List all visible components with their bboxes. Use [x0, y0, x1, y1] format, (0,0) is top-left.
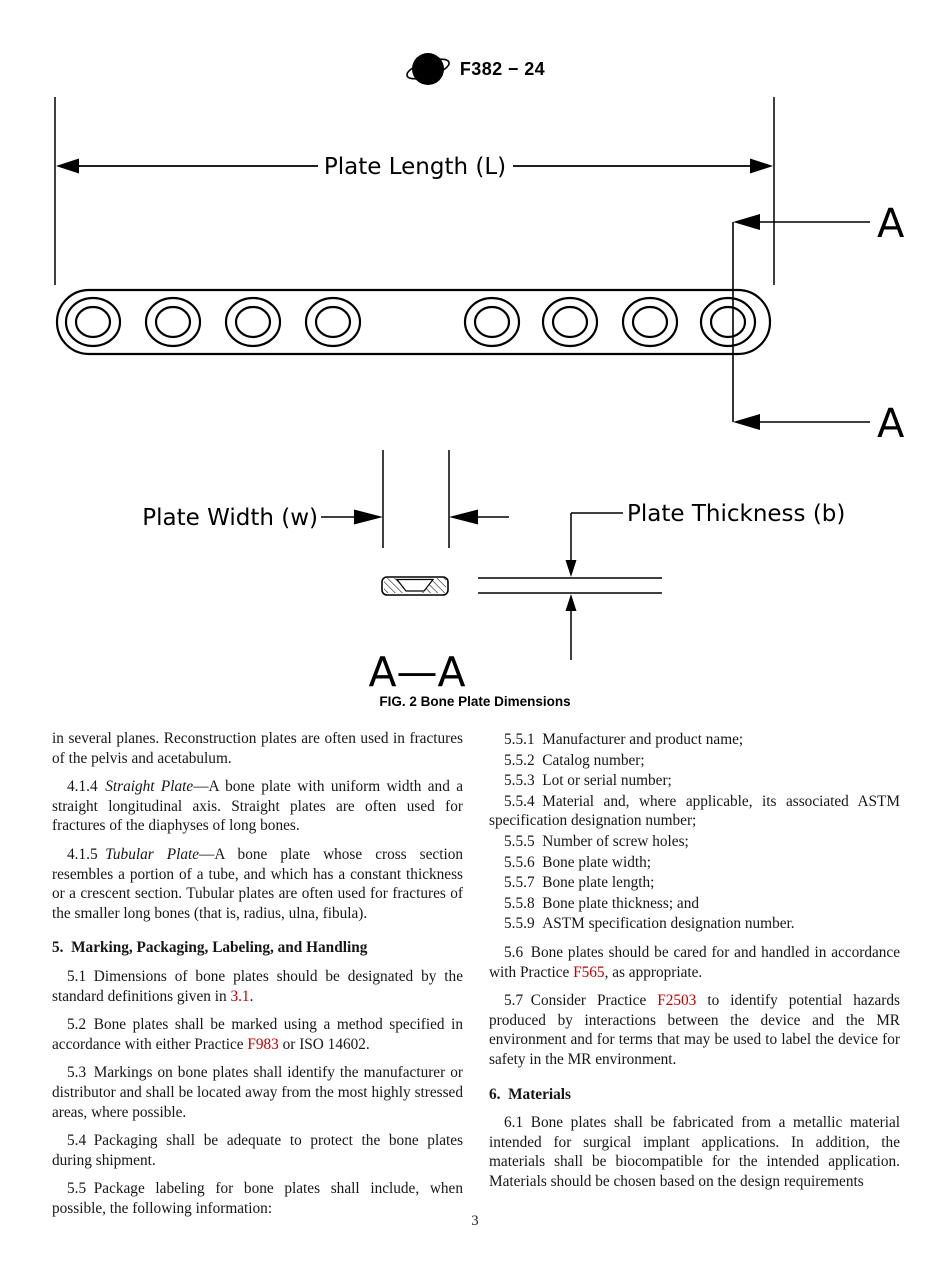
page-footer: 3 — [0, 1213, 950, 1230]
text-run: —A bone plate with uniform width and a s… — [52, 778, 464, 835]
paragraph: 5.1 Dimensions of bone plates should be … — [52, 967, 463, 1006]
paragraph: 5.5 Package labeling for bone plates sha… — [52, 1179, 463, 1218]
astm-logo-icon: ASTM — [406, 53, 450, 85]
text-run: 5.5.8 Bone plate thickness; and — [504, 894, 699, 912]
text-run: , as appropriate. — [604, 963, 703, 981]
text-run: 6. Materials — [489, 1085, 571, 1103]
text-run: 5.5.7 Bone plate length; — [504, 874, 655, 892]
section-line-a — [732, 214, 870, 430]
paragraph: 6.1 Bone plates shall be fabricated from… — [489, 1113, 900, 1191]
bone-plate-top-view — [55, 288, 772, 356]
text-run: 4.1.4 — [67, 778, 106, 796]
section-title: A—A — [368, 648, 465, 696]
length-dimension — [54, 97, 775, 285]
list-item: 5.5.9 ASTM specification designation num… — [489, 914, 900, 934]
section-marker-top: A — [877, 201, 905, 247]
reference-link[interactable]: F565 — [573, 963, 605, 981]
list-item: 5.5.8 Bone plate thickness; and — [489, 894, 900, 914]
paragraph: 5.6 Bone plates should be cared for and … — [489, 943, 900, 982]
text-run: . — [249, 987, 254, 1005]
column-right: 5.5.1 Manufacturer and product name; 5.5.… — [489, 729, 900, 1218]
column-left: in several planes. Reconstruction plates… — [52, 729, 463, 1218]
text-run: 5.5.3 Lot or serial number; — [504, 772, 672, 790]
plate-thickness-label: Plate Thickness (b) — [627, 501, 845, 527]
text-run: 5.7 Consider Practice — [504, 992, 658, 1010]
text-run: 5.6 Bone plates should be cared for and … — [489, 943, 900, 981]
text-run: 5.3 Markings on bone plates shall identi… — [52, 1064, 463, 1121]
section-heading: 6. Materials — [489, 1085, 900, 1105]
section-marker-bottom: A — [877, 401, 905, 447]
text-run: 5.5.4 Material and, where applicable, it… — [489, 792, 900, 830]
text-run: to identify potential hazards produced b… — [489, 992, 900, 1068]
plate-cross-section — [381, 576, 449, 596]
text-run: 5.2 Bone plates shall be marked using a … — [52, 1016, 463, 1053]
paragraph: 5.3 Markings on bone plates shall identi… — [52, 1063, 463, 1122]
text-run: —A bone plate whose cross section resemb… — [52, 845, 463, 922]
text-run: or ISO 14602. — [278, 1035, 370, 1053]
text-run: 5.1 Dimensions of bone plates should be … — [52, 967, 463, 1005]
figure-caption: FIG. 2 Bone Plate Dimensions — [379, 694, 570, 709]
paragraph: 5.7 Consider Practice F2503 to identify … — [489, 991, 900, 1069]
text-run: 5.5.6 Bone plate width; — [504, 853, 652, 871]
text-run: 5.5.2 Catalog number; — [504, 751, 645, 769]
list-item: 5.5.7 Bone plate length; — [489, 873, 900, 893]
page-number: 3 — [471, 1213, 479, 1229]
list-item: 5.5.3 Lot or serial number; — [489, 771, 900, 791]
paragraph: 5.4 Packaging shall be adequate to prote… — [52, 1131, 463, 1170]
page-header: ASTM F382 − 24 — [0, 49, 950, 89]
standard-designation: F382 − 24 — [459, 58, 546, 79]
list-item: 5.5.5 Number of screw holes; — [489, 832, 900, 852]
text-run: in several planes. Reconstruction plates… — [52, 730, 463, 767]
body-text: in several planes. Reconstruction plates… — [52, 729, 900, 1218]
text-run: 5.5 Package labeling for bone plates sha… — [52, 1180, 463, 1217]
list-item: 5.5.1 Manufacturer and product name; — [489, 730, 900, 750]
list-item: 5.5.2 Catalog number; — [489, 751, 900, 771]
reference-link[interactable]: F983 — [247, 1035, 279, 1053]
reference-link[interactable]: 3.1 — [230, 987, 250, 1005]
defined-term: Tubular Plate — [105, 845, 200, 863]
screw-holes — [64, 296, 757, 348]
text-run: 5.5.9 ASTM specification designation num… — [504, 915, 795, 933]
thickness-dimension — [478, 512, 662, 660]
text-run: 5. Marking, Packaging, Labeling, and Han… — [52, 939, 368, 957]
paragraph: 5.2 Bone plates shall be marked using a … — [52, 1015, 463, 1054]
defined-term: Straight Plate — [105, 778, 194, 796]
text-run: 5.5.5 Number of screw holes; — [504, 832, 689, 850]
list-item: 5.5.4 Material and, where applicable, it… — [489, 792, 900, 831]
plate-length-label: Plate Length (L) — [324, 154, 506, 180]
reference-link[interactable]: F2503 — [657, 992, 697, 1010]
paragraph: in several planes. Reconstruction plates… — [52, 729, 463, 768]
text-run: 5.5.1 Manufacturer and product name; — [504, 731, 744, 748]
text-run: 6.1 Bone plates shall be fabricated from… — [489, 1114, 900, 1190]
plate-width-label: Plate Width (w) — [142, 505, 318, 531]
section-heading: 5. Marking, Packaging, Labeling, and Han… — [52, 938, 463, 958]
text-run: 4.1.5 — [67, 845, 106, 863]
paragraph: 4.1.4 Straight Plate—A bone plate with u… — [52, 777, 463, 836]
text-run: 5.4 Packaging shall be adequate to prote… — [52, 1132, 463, 1169]
figure-bone-plate-dimensions: Plate Length (L) A A — [54, 97, 905, 709]
paragraph: 4.1.5 Tubular Plate—A bone plate whose c… — [52, 845, 463, 923]
width-dimension — [321, 450, 509, 548]
countersink-hole-profile — [395, 578, 435, 592]
list-item: 5.5.6 Bone plate width; — [489, 853, 900, 873]
